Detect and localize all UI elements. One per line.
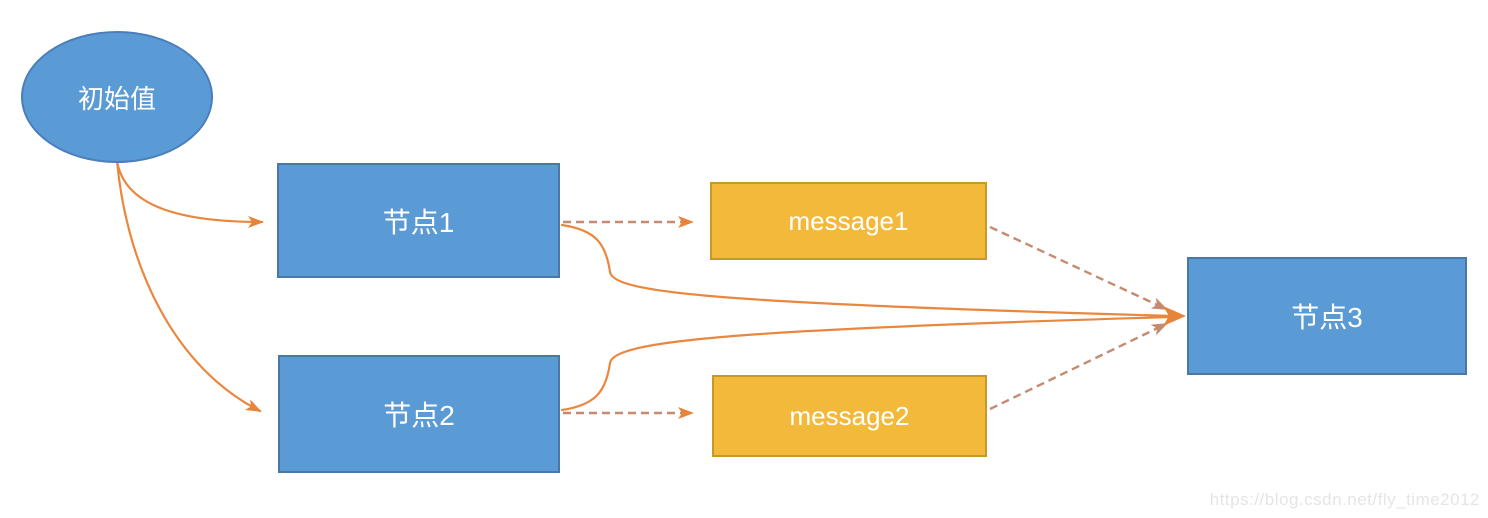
node-1: 节点1 bbox=[277, 163, 560, 278]
node-message2-label: message2 bbox=[789, 400, 910, 431]
edge-node2-to-node3 bbox=[560, 315, 1174, 412]
node-3-label: 节点3 bbox=[1291, 302, 1363, 333]
node-1-label: 节点1 bbox=[382, 206, 455, 238]
node-3: 节点3 bbox=[1187, 257, 1467, 375]
node-2-label: 节点2 bbox=[383, 400, 455, 431]
edge-message2-to-node3 bbox=[989, 322, 1168, 411]
node-message1: message1 bbox=[710, 182, 987, 260]
node-initial-value-label: 初始值 bbox=[77, 83, 156, 114]
edge-message1-to-node3 bbox=[989, 225, 1168, 311]
watermark-url: https://blog.csdn.net/fly_time2012 bbox=[1209, 490, 1480, 509]
edge-init-to-node2 bbox=[115, 159, 262, 413]
edge-node1-to-node3 bbox=[560, 223, 1174, 318]
node-message2: message2 bbox=[712, 375, 987, 457]
edge-init-to-node1 bbox=[115, 159, 264, 228]
node-initial-value: 初始值 bbox=[21, 31, 213, 163]
node-2: 节点2 bbox=[278, 355, 560, 473]
arrowhead-into-node3 bbox=[1163, 306, 1186, 326]
node-message1-label: message1 bbox=[788, 205, 909, 236]
